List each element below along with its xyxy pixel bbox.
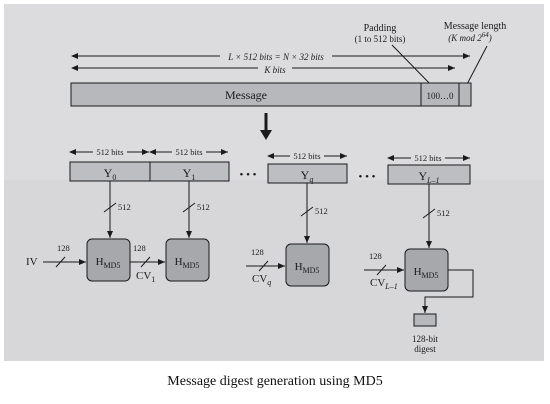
message-label: Message xyxy=(225,88,267,102)
md5-box-1 xyxy=(165,238,210,282)
svg-text:digest: digest xyxy=(414,344,436,354)
svg-text:Y0: Y0 xyxy=(104,166,117,182)
svg-text:512 bits: 512 bits xyxy=(293,151,320,161)
padding-range-label: (1 to 512 bits) xyxy=(355,34,406,44)
svg-text:YL–1: YL–1 xyxy=(418,169,439,185)
svg-text:128: 128 xyxy=(57,243,70,253)
md5-box-L xyxy=(404,248,449,292)
svg-text:Y1: Y1 xyxy=(183,166,196,182)
digest-path xyxy=(422,269,474,313)
padding-label: Padding xyxy=(364,23,397,34)
svg-text:HMD5: HMD5 xyxy=(295,261,320,275)
svg-text:512 bits: 512 bits xyxy=(175,147,202,157)
svg-text:512 bits: 512 bits xyxy=(96,147,123,157)
message-length-formula: (K mod 264) xyxy=(448,31,492,43)
iv-label: IV xyxy=(26,256,38,268)
cvL-label: CVL–1 xyxy=(370,277,398,291)
svg-text:HMD5: HMD5 xyxy=(96,256,121,270)
digest-box xyxy=(413,313,437,327)
svg-text:512: 512 xyxy=(197,202,210,212)
cvq-label: CVq xyxy=(252,273,271,287)
svg-text:128: 128 xyxy=(133,243,146,253)
padding-bits-label: 100…0 xyxy=(427,91,455,101)
ellipsis-1: • • • xyxy=(239,169,256,181)
md5-box-q xyxy=(285,243,330,287)
ellipsis-2: • • • xyxy=(358,171,375,183)
svg-text:HMD5: HMD5 xyxy=(175,256,200,270)
svg-text:512: 512 xyxy=(118,202,131,212)
message-bar xyxy=(70,82,472,107)
svg-text:512: 512 xyxy=(315,206,328,216)
cv1-label: CV1 xyxy=(136,270,155,284)
svg-text:128: 128 xyxy=(251,247,264,257)
down-arrow xyxy=(260,130,272,140)
digest-label: 128-bit xyxy=(412,334,438,344)
svg-text:Yq: Yq xyxy=(301,168,314,184)
k-bits-label: K bits xyxy=(263,65,286,75)
md5-box-0 xyxy=(86,238,131,282)
figure-caption: Message digest generation using MD5 xyxy=(167,374,383,389)
total-span-label: L × 512 bits = N × 32 bits xyxy=(227,52,324,62)
svg-text:512: 512 xyxy=(437,208,450,218)
svg-text:HMD5: HMD5 xyxy=(414,266,439,280)
svg-text:512 bits: 512 bits xyxy=(414,153,441,163)
svg-text:128: 128 xyxy=(369,251,382,261)
message-length-label: Message length xyxy=(444,21,507,32)
